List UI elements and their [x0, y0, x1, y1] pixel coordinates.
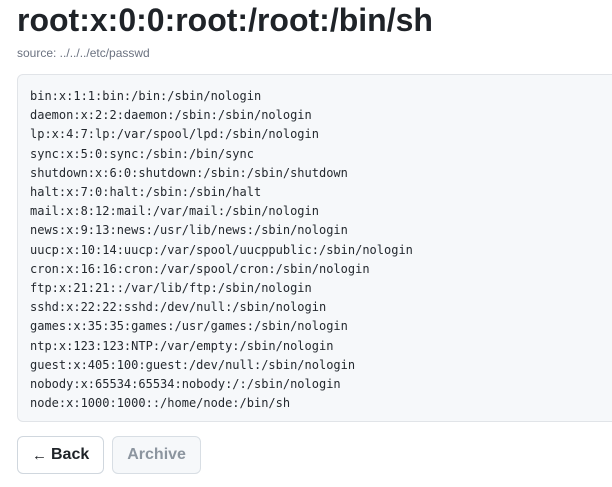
archive-button-label: Archive [127, 446, 186, 463]
file-line: bin:x:1:1:bin:/bin:/sbin/nologin [30, 89, 262, 103]
page-title: root:x:0:0:root:/root:/bin/sh [17, 2, 433, 38]
file-line: games:x:35:35:games:/usr/games:/sbin/nol… [30, 319, 348, 334]
file-line: cron:x:16:16:cron:/var/spool/cron:/sbin/… [30, 261, 370, 276]
file-line: ntp:x:123:123:NTP:/var/empty:/sbin/nolog… [30, 338, 334, 353]
file-line: nobody:x:65534:65534:nobody:/:/sbin/nolo… [30, 377, 341, 392]
file-line: sync:x:5:0:sync:/sbin:/bin/sync [30, 146, 254, 161]
back-button-label: Back [51, 446, 90, 463]
source-path: source: ../../../etc/passwd [17, 46, 150, 60]
back-button[interactable]: ← Back [17, 436, 105, 474]
file-content-box: bin:x:1:1:bin:/bin:/sbin/nologin daemon:… [17, 74, 612, 422]
file-lines: bin:x:1:1:bin:/bin:/sbin/nologin daemon:… [30, 87, 610, 413]
arrow-left-icon: ← [32, 446, 47, 464]
file-line: node:x:1000:1000::/home/node:/bin/sh [30, 396, 291, 411]
file-line: ftp:x:21:21::/var/lib/ftp:/sbin/nologin [30, 281, 312, 296]
file-line: halt:x:7:0:halt:/sbin:/sbin/halt [30, 185, 262, 200]
file-line: news:x:9:13:news:/usr/lib/news:/sbin/nol… [30, 223, 348, 238]
action-bar: ← Back Archive [17, 436, 201, 474]
file-line: lp:x:4:7:lp:/var/spool/lpd:/sbin/nologin [30, 127, 319, 142]
file-line: mail:x:8:12:mail:/var/mail:/sbin/nologin [30, 204, 319, 219]
file-line: daemon:x:2:2:daemon:/sbin:/sbin/nologin [30, 108, 312, 123]
archive-button[interactable]: Archive [112, 436, 201, 474]
file-line: uucp:x:10:14:uucp:/var/spool/uucppublic:… [30, 242, 413, 257]
file-line: shutdown:x:6:0:shutdown:/sbin:/sbin/shut… [30, 165, 348, 180]
file-line: guest:x:405:100:guest:/dev/null:/sbin/no… [30, 357, 356, 372]
file-line: sshd:x:22:22:sshd:/dev/null:/sbin/nologi… [30, 300, 327, 315]
